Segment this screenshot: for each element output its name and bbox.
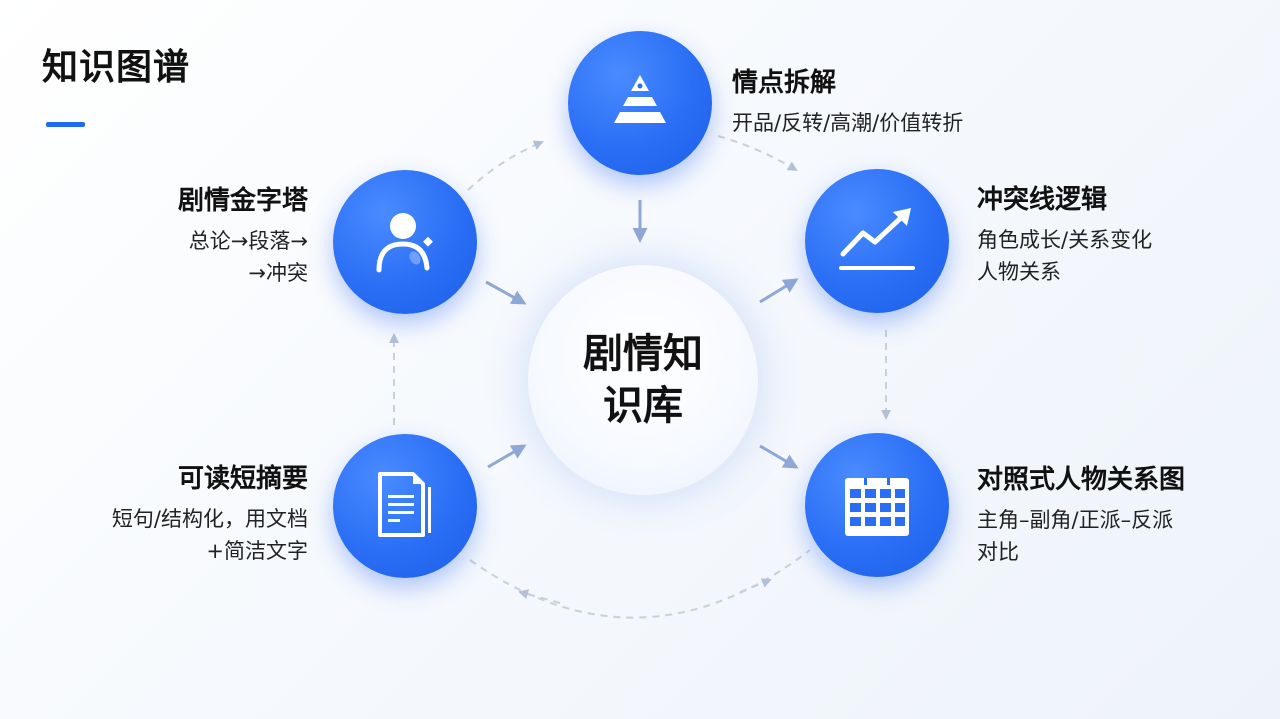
node-conflict-logic [805, 169, 949, 313]
node-title: 情点拆解 [732, 68, 837, 98]
center-title-line2: 识库 [603, 383, 683, 429]
label-conflict-logic: 冲突线逻辑 角色成长/关系变化 人物关系 [977, 179, 1152, 288]
page-title: 知识图谱 [42, 47, 191, 88]
node-desc-line: 人物关系 [977, 260, 1061, 284]
label-character-map: 对照式人物关系图 主角–副角/正派–反派 对比 [977, 459, 1185, 568]
calendar-grid-icon [845, 478, 909, 536]
pyramid-icon [614, 75, 666, 123]
node-title: 可读短摘要 [177, 464, 308, 494]
node-desc-line: 短句/结构化，用文档 [111, 507, 308, 531]
dashed-arc-bottom [469, 549, 811, 619]
node-desc-line: 对比 [977, 540, 1019, 564]
center-hub: 剧情知 识库 [526, 263, 760, 497]
arrow-center-rightbottom [759, 444, 799, 469]
label-plot-pyramid: 剧情金字塔 总论→段落→ →冲突 [178, 180, 308, 289]
node-desc-line: 角色成长/关系变化 [977, 228, 1153, 252]
node-title: 对照式人物关系图 [977, 465, 1186, 495]
arrow-lefttop-center [485, 280, 527, 305]
document-icon [378, 472, 431, 537]
node-character-map [805, 433, 949, 577]
node-desc-line: →冲突 [248, 261, 308, 285]
node-desc-line: 总论→段落→ [188, 229, 308, 253]
node-plot-pyramid [333, 170, 477, 314]
node-desc-line: +简洁文字 [206, 539, 308, 563]
node-short-summary [333, 434, 477, 578]
user-icon [376, 213, 433, 273]
dashed-arc-lefttop-top [467, 140, 544, 191]
title-underline [46, 122, 85, 127]
label-short-summary: 可读短摘要 短句/结构化，用文档 +简洁文字 [112, 458, 308, 567]
center-title-line1: 剧情知 [583, 331, 703, 377]
dashed-arc-bottom-right-arrow [739, 578, 772, 593]
node-title: 剧情金字塔 [177, 186, 308, 216]
label-plot-breakdown: 情点拆解 开品/反转/高潮/价值转折 [732, 62, 963, 139]
trend-up-icon [839, 208, 915, 270]
node-desc-line: 开品/反转/高潮/价值转折 [732, 111, 964, 135]
dashed-arc-top-righttop [717, 135, 798, 172]
node-title: 冲突线逻辑 [977, 185, 1108, 215]
node-plot-breakdown [568, 31, 712, 175]
arrow-center-righttop [759, 278, 799, 304]
arrow-leftbottom-center [487, 444, 527, 469]
node-desc-line: 主角–副角/正派–反派 [977, 508, 1174, 532]
dashed-arc-bottom-left-arrow [518, 589, 561, 604]
